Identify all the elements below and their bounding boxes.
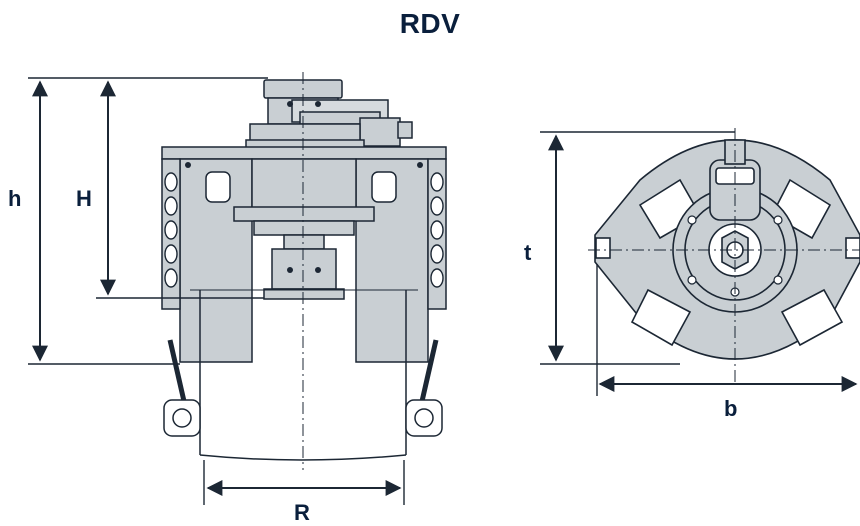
- actuator-cap: [397, 121, 413, 139]
- window-sw: [630, 288, 692, 347]
- lower-rotor: [271, 248, 337, 290]
- label-b: b: [724, 396, 738, 421]
- chute-bottom: [199, 454, 407, 461]
- window-se: [780, 288, 844, 347]
- center-crossbar: [233, 206, 375, 222]
- coupling: [283, 234, 325, 250]
- window-ne: [770, 178, 832, 240]
- left-window: [205, 171, 231, 203]
- actuator-body: [359, 117, 401, 147]
- shaft-housing: [251, 158, 357, 210]
- lower-flange: [263, 288, 345, 300]
- frame-top-bar: [161, 146, 447, 160]
- dim-b: [596, 264, 858, 396]
- dim-h: [28, 77, 268, 365]
- diagram-title: RDV: [399, 8, 461, 39]
- label-H: H: [76, 186, 92, 211]
- chains: [164, 172, 444, 288]
- lower-bracket: [253, 220, 355, 236]
- lug-left: [595, 237, 611, 259]
- dim-R: [203, 460, 405, 505]
- dim-t: [540, 131, 735, 365]
- front-bolts: [185, 101, 423, 273]
- right-lug: [405, 339, 443, 437]
- dim-H: [96, 80, 264, 299]
- left-lug: [163, 339, 201, 437]
- front-view: [161, 79, 447, 461]
- label-h: h: [8, 186, 22, 211]
- right-window: [371, 171, 397, 203]
- lug-right: [845, 237, 860, 259]
- label-R: R: [294, 500, 310, 525]
- label-t: t: [524, 240, 532, 265]
